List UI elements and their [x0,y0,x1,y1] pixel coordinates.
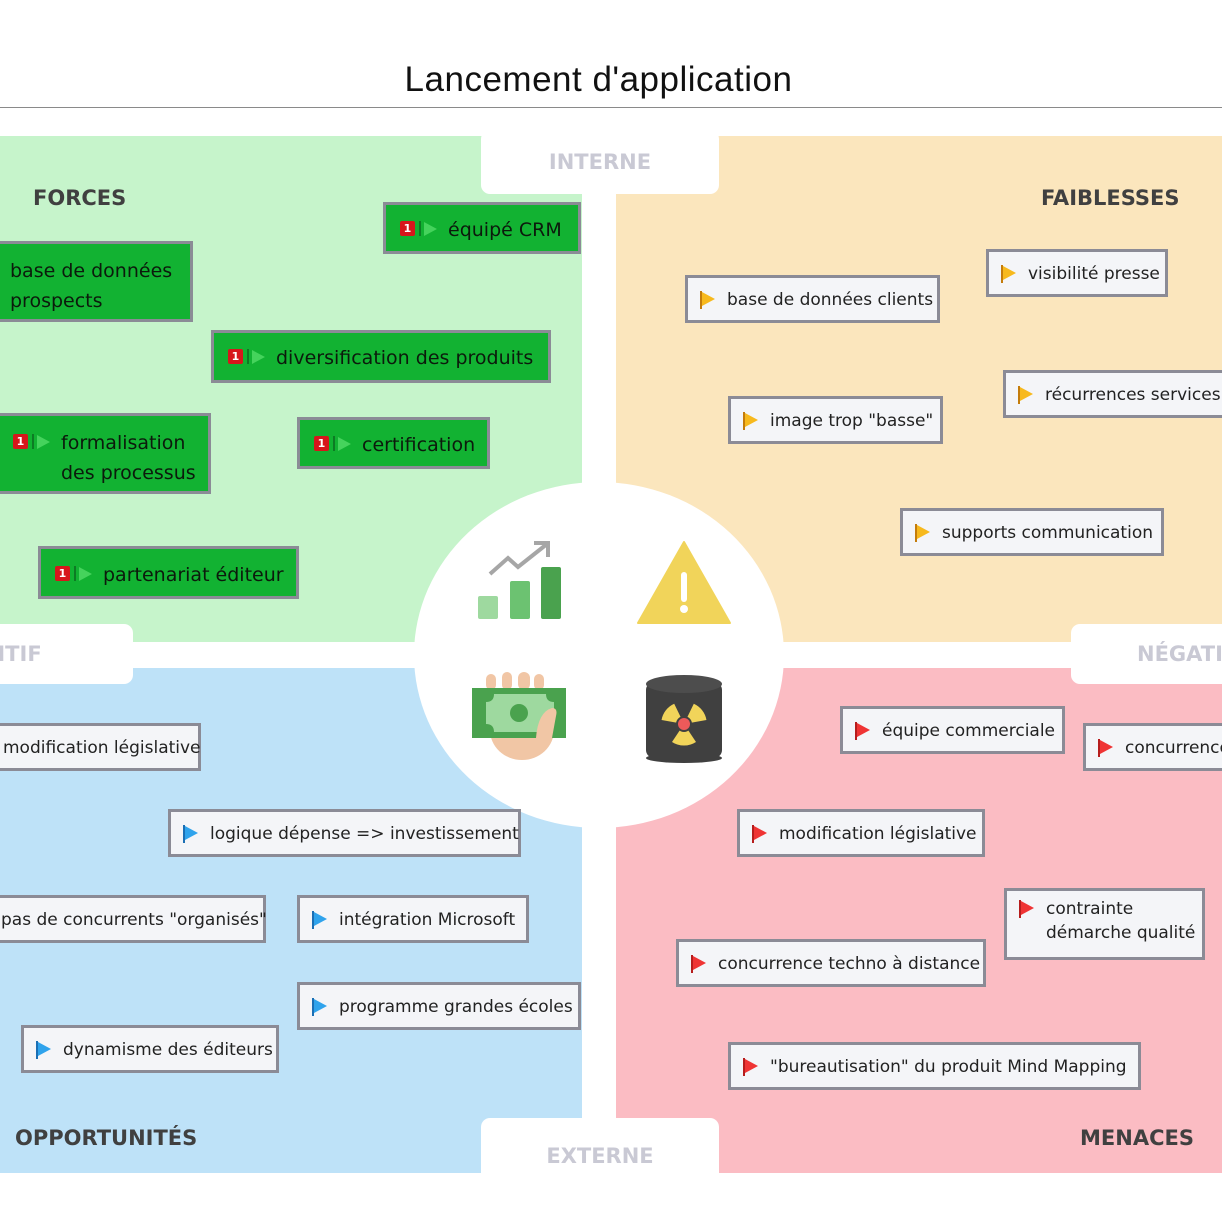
topic-text: base de données prospects [10,260,173,312]
topic-node[interactable]: concurrence techno à distance [676,939,986,987]
heading-menaces: MENACES [1080,1126,1194,1150]
topic-node[interactable]: modification législative [737,809,985,857]
center-circle [414,482,784,828]
red-flag-icon [691,955,707,973]
topic-text: logique dépense => investissement [210,824,519,844]
topic-node[interactable]: 1 diversification des produits [211,330,551,383]
topic-node[interactable]: 1 formalisation des processus [0,413,211,494]
axis-label-positif: POSITIF [0,624,133,684]
topic-node[interactable]: modification législative [0,723,201,771]
topic-text: image trop "basse" [770,411,934,431]
topic-node[interactable]: concurrence [1083,723,1222,771]
topic-text: contrainte démarche qualité [1046,899,1196,943]
separator [74,566,76,581]
topic-text: certification [362,434,476,456]
topic-node[interactable]: pas de concurrents "organisés" [0,895,267,943]
green-flag-icon [422,221,437,239]
topic-node[interactable]: "bureautisation" du produit Mind Mapping [728,1042,1141,1090]
priority-1-icon: 1 [13,434,28,449]
priority-1-icon: 1 [400,221,415,236]
growth-chart-icon [478,541,561,619]
blue-flag-icon [312,911,328,929]
page-title: Lancement d'application [404,60,793,99]
topic-node[interactable]: programme grandes écoles [297,982,581,1030]
red-flag-icon [752,825,768,843]
topic-text: modification législative [779,824,977,844]
heading-forces: FORCES [33,186,127,210]
topic-node[interactable]: contrainte démarche qualité [1004,888,1205,960]
axis-label-interne: INTERNE [481,130,719,194]
heading-faiblesses: FAIBLESSES [1041,186,1180,210]
topic-node[interactable]: base de données prospects [0,241,193,322]
separator [419,221,421,236]
topic-text: dynamisme des éditeurs [63,1040,273,1060]
title-divider [0,107,1222,108]
topic-node[interactable]: logique dépense => investissement [168,809,521,857]
priority-1-icon: 1 [228,349,243,364]
topic-node[interactable]: visibilité presse [986,249,1168,297]
topic-text: intégration Microsoft [339,910,516,930]
blue-flag-icon [312,998,328,1016]
topic-text: partenariat éditeur [103,564,284,586]
red-flag-icon [743,1058,759,1076]
topic-node[interactable]: 1 certification [297,417,490,469]
topic-text: pas de concurrents "organisés" [1,910,267,930]
topic-node[interactable]: récurrences services [1003,370,1222,418]
yellow-flag-icon [1018,386,1034,404]
heading-opportunites: OPPORTUNITÉS [15,1126,198,1150]
axis-label-text: INTERNE [548,150,652,174]
topic-text: programme grandes écoles [339,997,573,1017]
yellow-flag-icon [1001,265,1017,283]
topic-text: équipe commerciale [882,721,1056,741]
yellow-flag-icon [743,412,759,430]
topic-text: équipé CRM [448,219,562,241]
axis-label-text: POSITIF [0,642,42,666]
topic-node[interactable]: dynamisme des éditeurs [21,1025,279,1073]
topic-text: concurrence [1125,738,1222,758]
topic-text: récurrences services [1045,385,1221,405]
topic-text: modification législative [3,738,201,758]
topic-node[interactable]: image trop "basse" [728,396,943,444]
radioactive-barrel-icon [646,675,722,763]
red-flag-icon [1098,739,1114,757]
green-flag-icon [35,434,50,452]
green-flag-icon [336,436,351,454]
separator [247,349,249,364]
money-hand-icon [472,672,566,760]
topic-text: supports communication [942,523,1153,543]
priority-1-icon: 1 [314,436,329,451]
green-flag-icon [77,566,92,584]
axis-label-externe: EXTERNE [481,1118,719,1198]
topic-text: base de données clients [727,290,934,310]
topic-text: visibilité presse [1028,264,1160,284]
topic-text: diversification des produits [276,347,534,369]
topic-node[interactable]: équipe commerciale [840,706,1065,754]
topic-node[interactable]: 1 partenariat éditeur [38,546,299,599]
topic-node[interactable]: intégration Microsoft [297,895,529,943]
axis-label-text: EXTERNE [546,1144,654,1168]
blue-flag-icon [36,1041,52,1059]
blue-flag-icon [183,825,199,843]
separator [333,436,335,451]
priority-1-icon: 1 [55,566,70,581]
topic-text: formalisation des processus [61,432,196,484]
topic-node[interactable]: 1 équipé CRM [383,202,581,254]
separator [32,434,34,449]
warning-icon [637,541,731,624]
topic-node[interactable]: base de données clients [685,275,940,323]
topic-node[interactable]: supports communication [900,508,1164,556]
topic-text: "bureautisation" du produit Mind Mapping [770,1057,1127,1077]
green-flag-icon [250,349,265,367]
topic-text: concurrence techno à distance [718,954,981,974]
red-flag-icon [1019,900,1035,918]
yellow-flag-icon [915,524,931,542]
yellow-flag-icon [700,291,716,309]
red-flag-icon [855,722,871,740]
